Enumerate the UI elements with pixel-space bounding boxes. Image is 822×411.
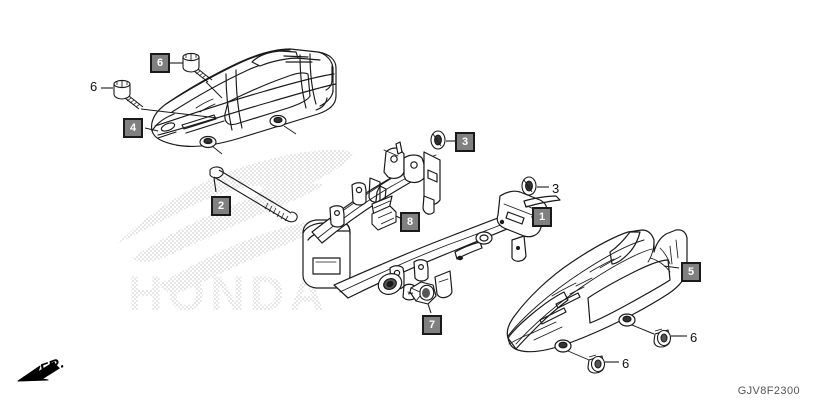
part-grommet-upper: [430, 130, 446, 150]
watermark-wordmark: HONDA: [128, 268, 329, 321]
leader-line-bolt-to-lower-cover-left: [567, 350, 590, 361]
swingarm-upper-brackets: [383, 141, 441, 215]
part-flange-bolt-upper-cover-rear: [182, 52, 213, 83]
callout-box-6-top[interactable]: 6: [150, 53, 170, 73]
part-chain-slider-clip: [371, 205, 397, 231]
callout-label-6-bottom-right[interactable]: 6: [690, 330, 698, 345]
lower-cover-mount-boss-right: [618, 313, 636, 327]
part-flange-bolt-lower-cover-right: [653, 328, 672, 348]
swingarm-left-bracket: [329, 205, 345, 228]
part-swingarm-assembly: [302, 141, 561, 301]
callout-box-1[interactable]: 1: [532, 207, 552, 227]
part-grommet-right: [521, 176, 537, 196]
front-direction-arrow: [17, 361, 59, 382]
leader-line-bolt-to-cover-rear: [205, 81, 223, 99]
leader-line-callout-7: [427, 303, 432, 314]
part-lower-chain-case-cover: [506, 229, 688, 353]
diagram-reference-code: GJV8F2300: [737, 385, 800, 397]
part-pivot-nut: [409, 281, 437, 305]
callout-box-4[interactable]: 4: [123, 118, 143, 138]
callout-box-2[interactable]: 2: [211, 196, 231, 216]
callout-label-6-bottom-left[interactable]: 6: [622, 356, 630, 371]
cover-mount-boss-right: [269, 114, 287, 128]
leader-line-callout-8: [395, 215, 401, 219]
callout-label-3-right[interactable]: 3: [552, 181, 560, 196]
leader-line-cover-boss-right: [283, 125, 297, 135]
honda-watermark: HONDA: [118, 149, 353, 321]
leader-line-bolt-to-lower-cover-right: [631, 324, 655, 335]
callout-box-7[interactable]: 7: [422, 315, 442, 335]
part-swingarm-pivot-bolt: [209, 166, 298, 223]
leader-line-callout-2: [213, 177, 217, 193]
part-flange-bolt-upper-cover-front: [113, 79, 144, 110]
leader-line-callout-5: [663, 265, 680, 269]
cover-mount-boss-left: [199, 135, 217, 149]
part-flange-bolt-lower-cover-left: [587, 354, 606, 374]
callout-box-8[interactable]: 8: [400, 212, 420, 232]
leader-line-callout-4: [144, 127, 159, 132]
callout-box-5[interactable]: 5: [681, 262, 701, 282]
leader-line-cover-boss-left: [211, 145, 223, 155]
swingarm-pivot-eye: [377, 273, 403, 295]
leader-line-nut-to-swingarm: [407, 292, 414, 295]
part-upper-chain-case-cover: [151, 48, 337, 149]
lower-cover-mount-boss-left: [554, 339, 572, 353]
leader-line-bolt-to-cover-front: [140, 108, 219, 119]
callout-label-6-left[interactable]: 6: [90, 79, 98, 94]
callout-box-3-top[interactable]: 3: [455, 132, 475, 152]
